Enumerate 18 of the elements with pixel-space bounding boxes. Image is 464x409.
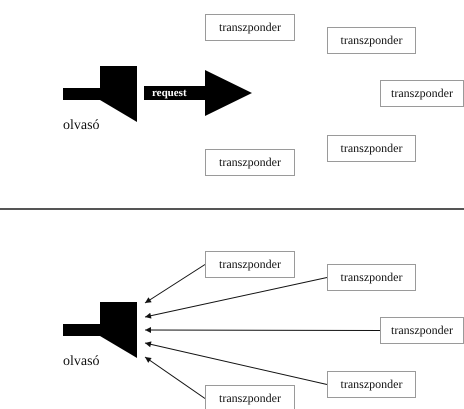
transponder-box: transzponder <box>205 385 295 409</box>
arrow <box>144 356 206 399</box>
reader-label: olvasó <box>63 118 100 134</box>
transponder-box: transzponder <box>327 27 416 54</box>
arrow <box>144 277 328 319</box>
transponder-box: transzponder <box>327 135 416 162</box>
transponder-box: transzponder <box>205 149 295 176</box>
transponder-box: transzponder <box>205 14 295 41</box>
transponder-box: transzponder <box>205 251 295 278</box>
request-label: request <box>152 87 187 100</box>
arrow <box>144 264 206 304</box>
transponder-box: transzponder <box>380 317 464 344</box>
arrow <box>144 341 328 385</box>
transponder-box: transzponder <box>327 264 416 291</box>
reader-label: olvasó <box>63 354 100 370</box>
arrow <box>144 327 380 334</box>
transponder-box: transzponder <box>327 371 416 398</box>
transponder-box: transzponder <box>380 80 464 107</box>
